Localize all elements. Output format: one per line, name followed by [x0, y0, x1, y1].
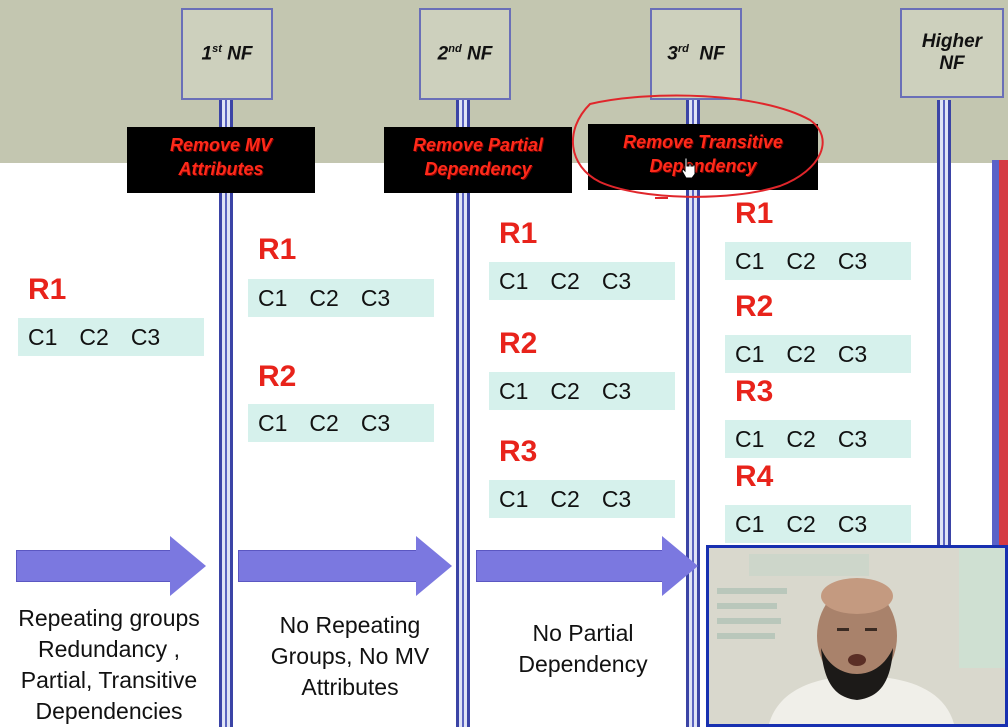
progress-arrow-1 — [16, 536, 206, 596]
column-cell: C1 — [258, 409, 288, 436]
column-cell: C3 — [360, 409, 391, 436]
presenter-webcam — [706, 545, 1008, 727]
progress-arrow-2 — [238, 536, 452, 596]
step-line: Dependency — [424, 159, 532, 180]
step-line: Remove Transitive — [623, 132, 783, 152]
column-row: C1 C2 C3 — [248, 404, 434, 442]
stage-label-1nf: 1st NF — [201, 42, 253, 65]
column-cell: C2 — [309, 409, 339, 436]
step-line: Remove MV — [169, 135, 273, 155]
column-row: C1 C2 C3 — [18, 318, 204, 356]
column-row: C1 C2 C3 — [489, 480, 675, 518]
description-line: No Repeating — [279, 612, 421, 638]
relation-label: R2 — [258, 360, 297, 393]
column-cell: C1 — [258, 284, 288, 311]
description-1nf: No Repeating Groups, No MV Attributes — [245, 610, 455, 703]
divider-line-2 — [456, 100, 470, 727]
column-cell: C2 — [786, 340, 816, 367]
column-cell: C3 — [601, 485, 632, 512]
stage-label-2nf: 2nd NF — [437, 42, 493, 65]
relation-label: R1 — [735, 197, 774, 230]
description-line: Dependencies — [35, 698, 183, 725]
column-cell: C1 — [735, 425, 765, 452]
relation-label: R1 — [258, 233, 297, 266]
description-line: Groups, No MV — [270, 643, 430, 670]
column-cell: C3 — [837, 247, 868, 274]
step-line: Remove Partial — [412, 135, 544, 155]
relation-label: R1 — [499, 217, 538, 250]
description-line: Repeating groups — [18, 605, 200, 631]
column-row: C1 C2 C3 — [725, 505, 911, 543]
column-row: C1 C2 C3 — [248, 279, 434, 317]
column-cell: C3 — [837, 425, 868, 452]
column-cell: C1 — [28, 323, 58, 350]
column-cell: C1 — [735, 247, 765, 274]
column-row: C1 C2 C3 — [489, 262, 675, 300]
step-remove-mv-attributes: Remove MV Attributes — [127, 127, 315, 193]
relation-label: R2 — [499, 327, 538, 360]
relation-label: R2 — [735, 290, 774, 323]
divider-line-1 — [219, 100, 233, 727]
column-cell: C1 — [499, 485, 529, 512]
annotation-circle — [571, 94, 824, 199]
column-row: C1 C2 C3 — [725, 242, 911, 280]
stage-label-higher-nf: NF — [939, 53, 965, 74]
column-cell: C3 — [360, 284, 391, 311]
column-cell: C2 — [550, 267, 580, 294]
stage-box-2nf: 2nd NF — [419, 8, 511, 100]
stage-box-higher-nf: Higher NF — [900, 8, 1004, 98]
presenter-image — [709, 548, 1005, 724]
divider-line-4 — [937, 100, 951, 550]
progress-arrow-3 — [476, 536, 698, 596]
hand-pointer-icon — [681, 157, 696, 179]
column-cell: C2 — [786, 247, 816, 274]
description-line: Partial, Transitive — [20, 667, 198, 694]
column-cell: C1 — [499, 377, 529, 404]
column-row: C1 C2 C3 — [489, 372, 675, 410]
stage-label-higher: Higher — [921, 31, 983, 53]
column-row: C1 C2 C3 — [725, 420, 911, 458]
description-line: Attributes — [301, 674, 399, 701]
step-remove-partial-dependency: Remove Partial Dependency — [384, 127, 572, 193]
column-cell: C3 — [837, 340, 868, 367]
description-unnormalized: Repeating groups Redundancy , Partial, T… — [0, 603, 218, 727]
relation-label: R4 — [735, 460, 774, 493]
column-cell: C1 — [735, 340, 765, 367]
relation-label: R3 — [499, 435, 538, 468]
column-cell: C2 — [550, 485, 580, 512]
column-cell: C2 — [786, 425, 816, 452]
column-cell: C2 — [309, 284, 339, 311]
description-line: No Partial — [532, 620, 634, 646]
stage-box-3nf: 3rd NF — [650, 8, 742, 100]
column-cell: C3 — [601, 267, 632, 294]
stage-box-1nf: 1st NF — [181, 8, 273, 100]
stage-label-3nf: 3rd NF — [667, 42, 725, 65]
column-cell: C3 — [130, 323, 161, 350]
column-cell: C2 — [79, 323, 109, 350]
column-cell: C1 — [735, 510, 765, 537]
description-line: Redundancy , — [38, 636, 180, 663]
column-cell: C1 — [499, 267, 529, 294]
column-cell: C2 — [550, 377, 580, 404]
description-2nf: No Partial Dependency — [478, 618, 688, 680]
column-cell: C3 — [837, 510, 868, 537]
column-cell: C3 — [601, 377, 632, 404]
right-edge-accent — [999, 160, 1008, 550]
step-line: Attributes — [178, 159, 264, 180]
step-line: Dependency — [649, 156, 757, 177]
description-line: Dependency — [518, 651, 648, 678]
step-remove-transitive-dependency: Remove Transitive Dependency — [588, 124, 818, 190]
column-cell: C2 — [786, 510, 816, 537]
relation-label: R1 — [28, 273, 67, 306]
relation-label: R3 — [735, 375, 774, 408]
column-row: C1 C2 C3 — [725, 335, 911, 373]
